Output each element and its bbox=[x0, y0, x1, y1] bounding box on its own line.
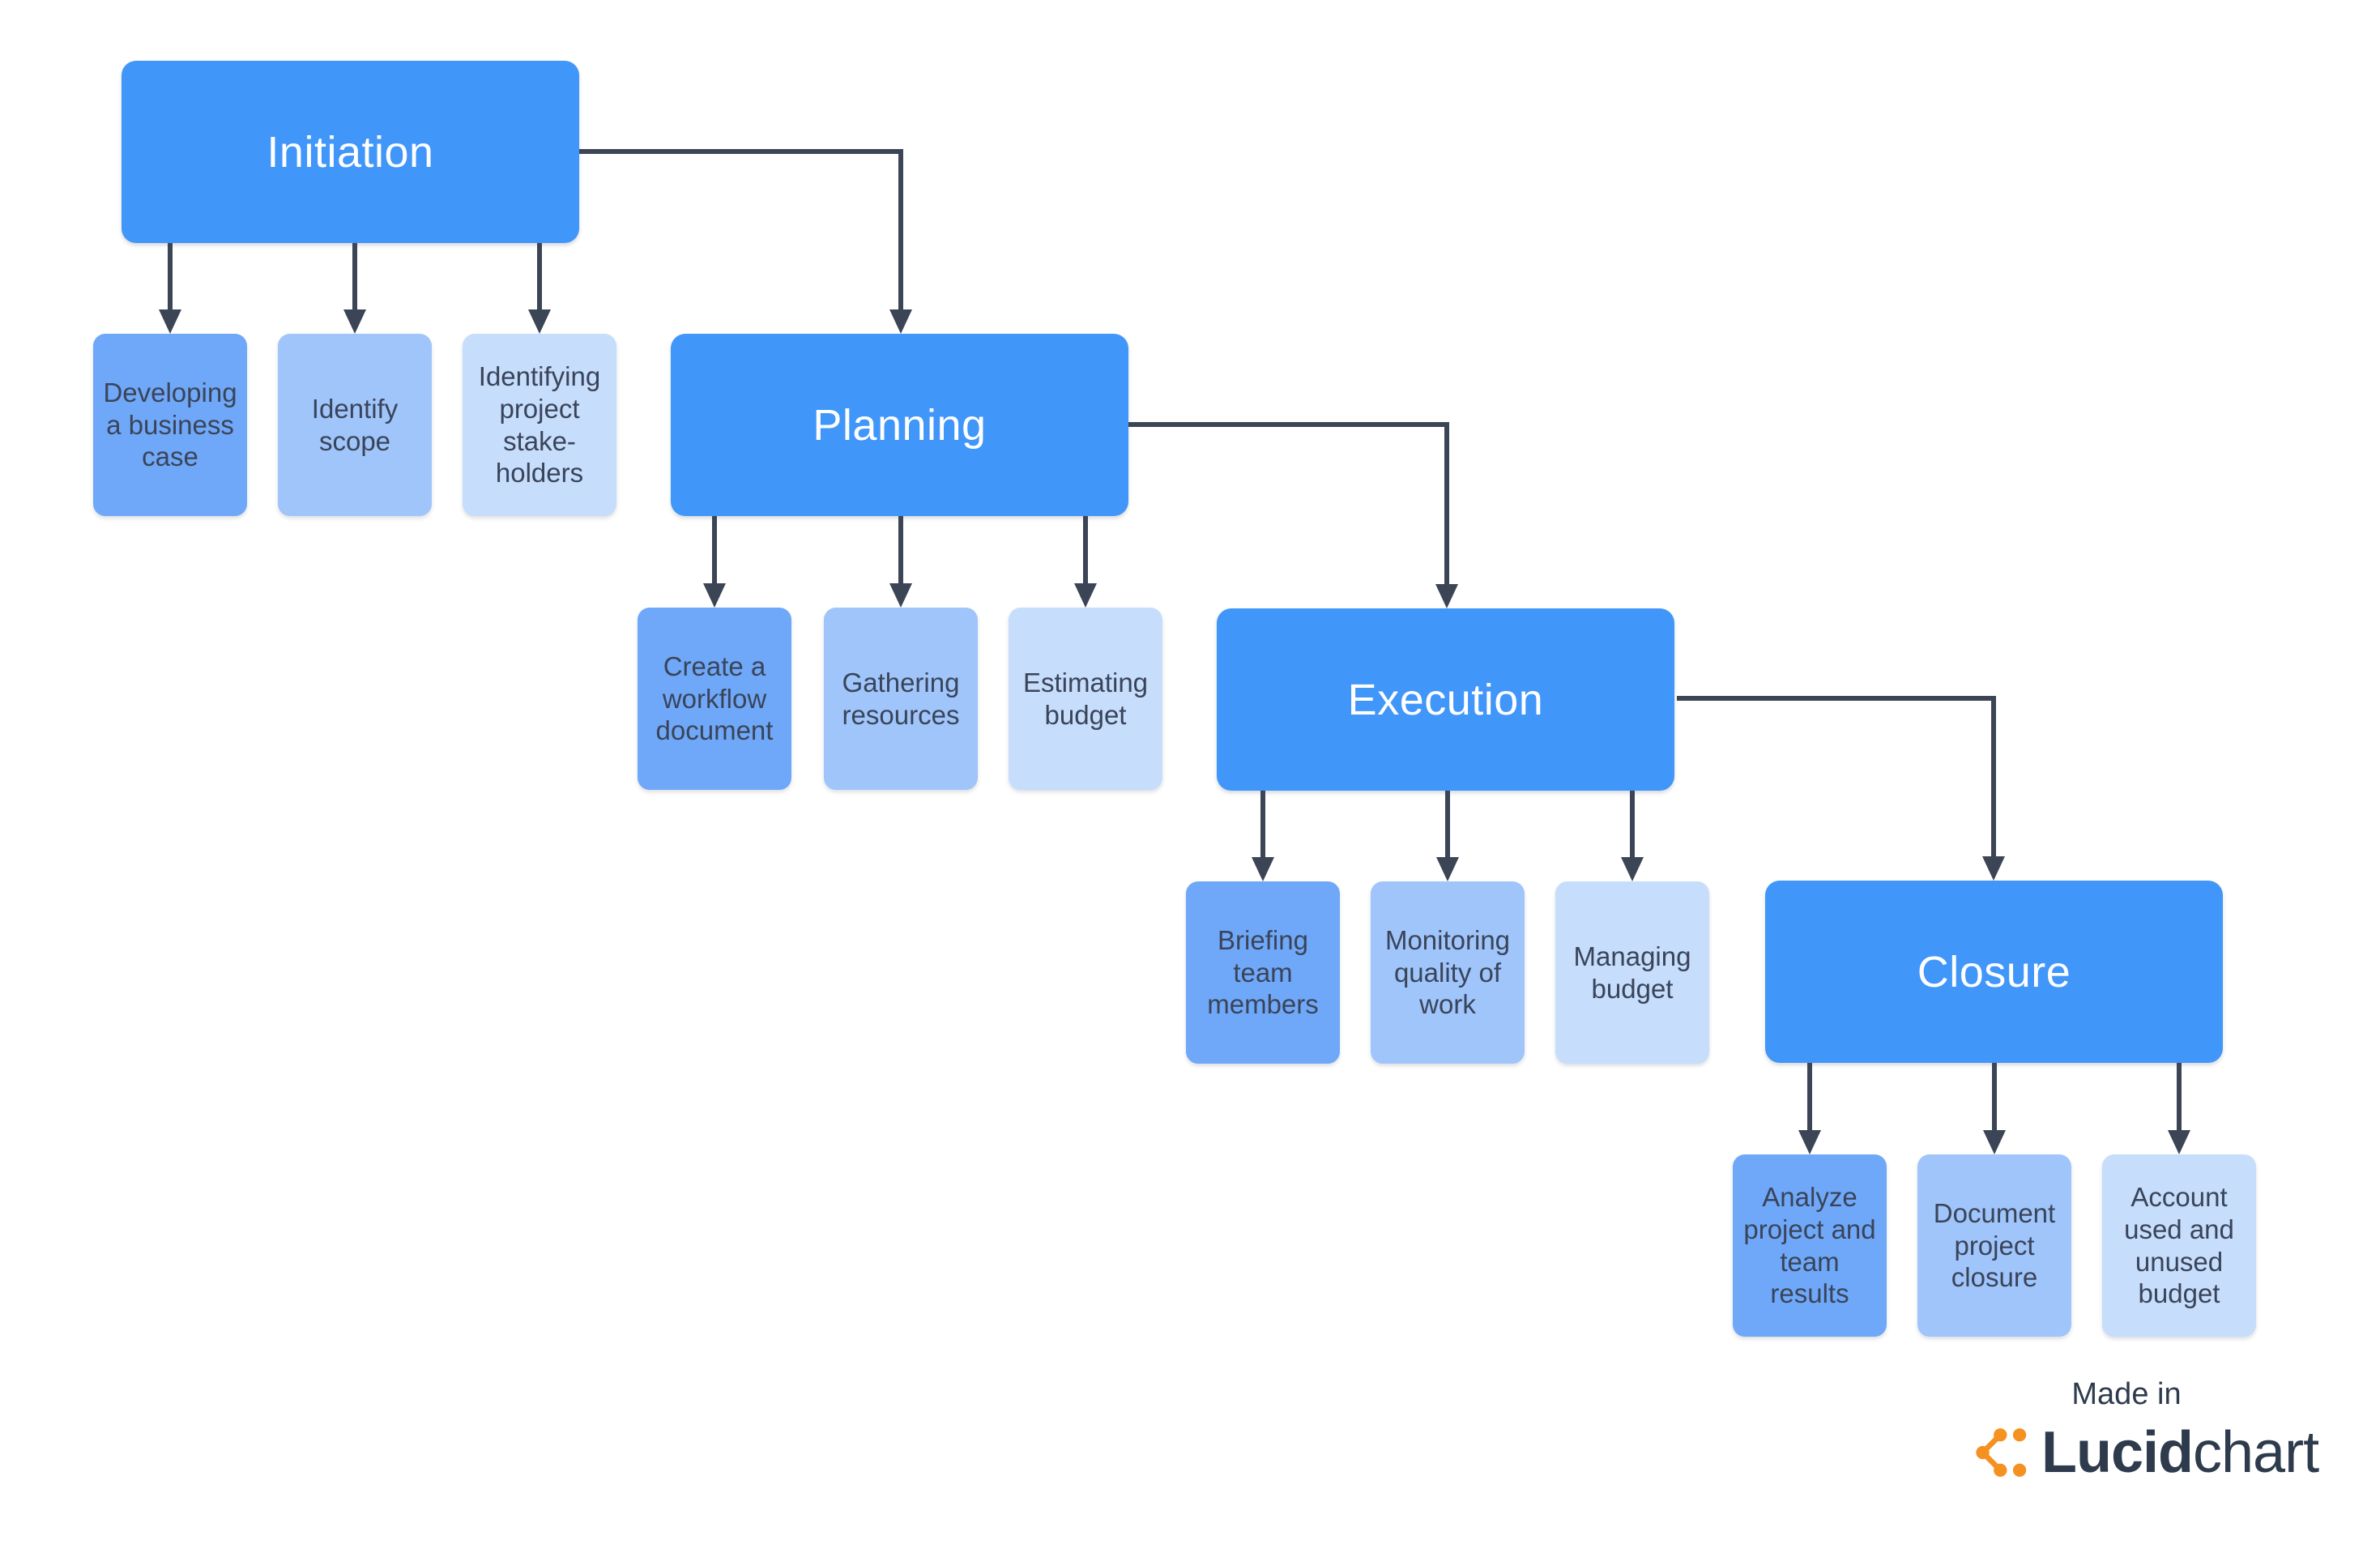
phase-box-closure: Closure bbox=[1765, 881, 2223, 1063]
connector-line bbox=[1677, 696, 1996, 701]
arrowhead-icon bbox=[889, 309, 912, 334]
arrowhead-icon bbox=[1983, 1130, 2006, 1154]
connector-line bbox=[1630, 791, 1635, 859]
connector-line bbox=[579, 149, 903, 154]
connector-line bbox=[898, 149, 903, 309]
task-box-developing-business-case: Developing a business case bbox=[93, 334, 247, 516]
connector-line bbox=[1991, 696, 1996, 856]
task-label: Create a workflow document bbox=[655, 651, 774, 746]
arrowhead-icon bbox=[2168, 1130, 2190, 1154]
lucidchart-wordmark: Lucidchart bbox=[2041, 1419, 2319, 1486]
task-label: Monitoring quality of work bbox=[1384, 925, 1511, 1020]
arrowhead-icon bbox=[528, 309, 551, 334]
made-in-label: Made in bbox=[2071, 1377, 2182, 1411]
task-label: Document project closure bbox=[1933, 1198, 2056, 1293]
arrowhead-icon bbox=[703, 583, 726, 608]
brand-text-lucid: Lucid bbox=[2041, 1420, 2194, 1485]
task-box-identify-scope: Identify scope bbox=[278, 334, 432, 516]
arrowhead-icon bbox=[1435, 584, 1458, 608]
arrowhead-icon bbox=[1436, 857, 1459, 881]
connector-line bbox=[1807, 1063, 1812, 1132]
task-label: Analyze project and team results bbox=[1743, 1182, 1876, 1309]
lucidchart-logo-link[interactable]: Lucidchart bbox=[1975, 1419, 2319, 1486]
task-box-analyze-results: Analyze project and team results bbox=[1733, 1154, 1887, 1337]
task-box-identifying-stakeholders: Identifying project stake-holders bbox=[463, 334, 616, 516]
task-box-monitoring-quality: Monitoring quality of work bbox=[1371, 881, 1525, 1064]
connector-line bbox=[712, 516, 717, 585]
task-box-managing-budget: Managing budget bbox=[1555, 881, 1709, 1064]
arrowhead-icon bbox=[1621, 857, 1644, 881]
task-box-document-closure: Document project closure bbox=[1917, 1154, 2071, 1337]
phase-box-initiation: Initiation bbox=[122, 61, 579, 243]
task-label: Briefing team members bbox=[1207, 925, 1319, 1020]
arrowhead-icon bbox=[343, 309, 366, 334]
connector-line bbox=[1260, 791, 1265, 859]
task-box-create-workflow-document: Create a workflow document bbox=[638, 608, 791, 790]
connector-line bbox=[1445, 791, 1450, 859]
task-label: Estimating budget bbox=[1022, 667, 1149, 730]
arrowhead-icon bbox=[1074, 583, 1097, 608]
connector-line bbox=[168, 243, 173, 311]
phase-box-execution: Execution bbox=[1217, 608, 1674, 791]
connector-line bbox=[1992, 1063, 1997, 1132]
phase-label-execution: Execution bbox=[1347, 675, 1544, 724]
brand-text-chart: chart bbox=[2193, 1420, 2319, 1485]
phase-label-closure: Closure bbox=[1917, 947, 2071, 996]
arrowhead-icon bbox=[1252, 857, 1274, 881]
task-label: Managing budget bbox=[1573, 941, 1691, 1004]
task-box-account-budget: Account used and unused budget bbox=[2102, 1154, 2256, 1337]
connector-line bbox=[898, 516, 903, 585]
connector-line bbox=[2177, 1063, 2182, 1132]
phase-label-initiation: Initiation bbox=[267, 127, 434, 177]
task-label: Identifying project stake-holders bbox=[478, 361, 601, 489]
arrowhead-icon bbox=[1982, 856, 2005, 881]
connector-line bbox=[1128, 422, 1449, 427]
arrowhead-icon bbox=[889, 583, 912, 608]
arrowhead-icon bbox=[159, 309, 181, 334]
connector-line bbox=[1444, 422, 1449, 584]
task-box-estimating-budget: Estimating budget bbox=[1009, 608, 1162, 790]
task-label: Account used and unused budget bbox=[2124, 1182, 2234, 1309]
connector-line bbox=[1083, 516, 1088, 585]
lucid-logo-icon bbox=[1976, 1428, 2027, 1477]
connector-line bbox=[352, 243, 357, 311]
phase-box-planning: Planning bbox=[671, 334, 1128, 516]
task-label: Identify scope bbox=[311, 393, 399, 456]
task-box-gathering-resources: Gathering resources bbox=[824, 608, 978, 790]
connector-line bbox=[537, 243, 542, 311]
arrowhead-icon bbox=[1798, 1130, 1821, 1154]
task-label: Gathering resources bbox=[842, 667, 960, 730]
phase-label-planning: Planning bbox=[813, 400, 987, 450]
task-box-briefing-team-members: Briefing team members bbox=[1186, 881, 1340, 1064]
task-label: Developing a business case bbox=[103, 378, 237, 472]
